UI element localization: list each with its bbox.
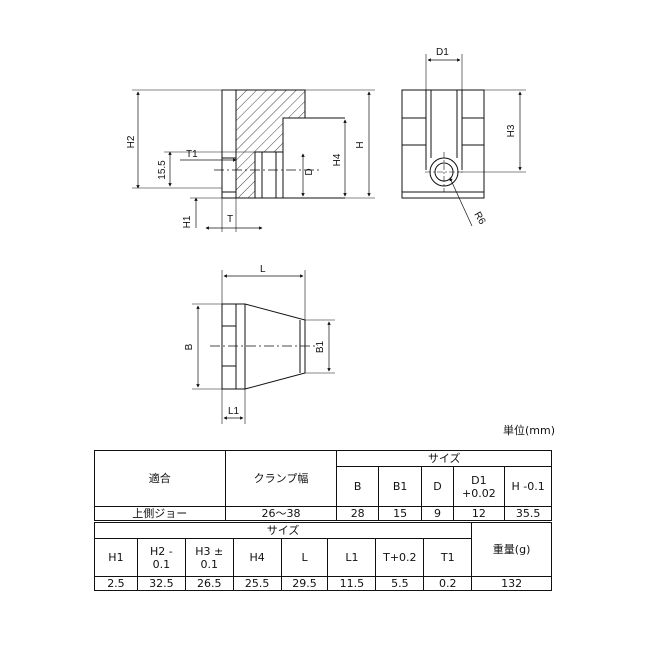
header-weight: 重量(g) xyxy=(471,522,552,577)
header-l: L xyxy=(280,538,329,577)
header-h3: H3 ± 0.1 xyxy=(184,538,234,577)
header-b: B xyxy=(336,466,379,507)
unit-label: 単位(mm) xyxy=(503,424,556,437)
label-t1: T1 xyxy=(186,149,198,160)
label-t: T xyxy=(227,214,233,225)
label-h3: H3 xyxy=(506,124,517,137)
dim-r6-leader xyxy=(449,177,473,227)
cell-t: 5.5 xyxy=(375,576,425,591)
cell-d: 9 xyxy=(421,506,454,521)
label-l1: L1 xyxy=(228,406,240,417)
cell-d1: 12 xyxy=(452,506,506,521)
cell-l: 29.5 xyxy=(280,576,329,591)
cell-l1: 11.5 xyxy=(327,576,377,591)
label-h1: H1 xyxy=(182,215,193,228)
cell-h1: 2.5 xyxy=(94,576,138,591)
cell-b1: 15 xyxy=(377,506,423,521)
cell-b: 28 xyxy=(336,506,379,521)
cell-h: 35.5 xyxy=(504,506,552,521)
front-right-rail xyxy=(283,117,345,199)
label-b: B xyxy=(184,343,195,350)
header-l1: L1 xyxy=(327,538,377,577)
label-h2: H2 xyxy=(126,135,137,148)
header-h2: H2 - 0.1 xyxy=(136,538,186,577)
header-h1: H1 xyxy=(94,538,138,577)
header-h: H -0.1 xyxy=(504,466,552,507)
front-bore xyxy=(254,151,284,199)
front-hatch-area xyxy=(236,90,305,198)
label-b1: B1 xyxy=(315,340,326,353)
cell-h2: 32.5 xyxy=(136,576,186,591)
cell-h3: 26.5 xyxy=(184,576,234,591)
cell-t1: 0.2 xyxy=(423,576,473,591)
header-b1: B1 xyxy=(377,466,423,507)
label-h: H xyxy=(355,141,366,148)
plan-outline xyxy=(221,303,306,390)
header-h4: H4 xyxy=(232,538,282,577)
header-fit: 適合 xyxy=(94,450,226,507)
label-h4: H4 xyxy=(332,153,343,166)
cell-h4: 25.5 xyxy=(232,576,282,591)
side-view xyxy=(401,54,526,227)
cell-clamp: 26〜38 xyxy=(224,506,338,521)
header-size: サイズ xyxy=(336,450,552,467)
header-d: D xyxy=(421,466,454,507)
label-15-5: 15.5 xyxy=(157,160,168,180)
label-d: D xyxy=(304,168,315,175)
spec-table-2: サイズ 重量(g) H1 H2 - 0.1 H3 ± 0.1 H4 L L1 T… xyxy=(93,522,552,591)
front-left-step xyxy=(222,157,236,193)
cell-fit: 上側ジョー xyxy=(94,506,226,521)
side-body-outline xyxy=(401,89,485,199)
header-clamp-width: クランプ幅 xyxy=(224,450,338,507)
plan-view xyxy=(192,270,335,424)
cell-weight: 132 xyxy=(471,576,552,591)
label-l: L xyxy=(260,264,266,275)
header-d1: D1 +0.02 xyxy=(452,466,506,507)
label-d1: D1 xyxy=(436,47,449,58)
header-size-2: サイズ xyxy=(93,522,473,539)
spec-table-1: 適合 クランプ幅 サイズ B B1 D D1 +0.02 H -0.1 上側ジョ… xyxy=(94,450,552,521)
header-t1: T1 xyxy=(423,538,473,577)
header-t: T+0.2 xyxy=(375,538,425,577)
label-r6: R6 xyxy=(471,210,487,227)
front-section-view xyxy=(132,89,375,232)
technical-drawing: H2 15.5 T1 D H4 H H1 T D1 H3 R6 xyxy=(126,47,526,424)
